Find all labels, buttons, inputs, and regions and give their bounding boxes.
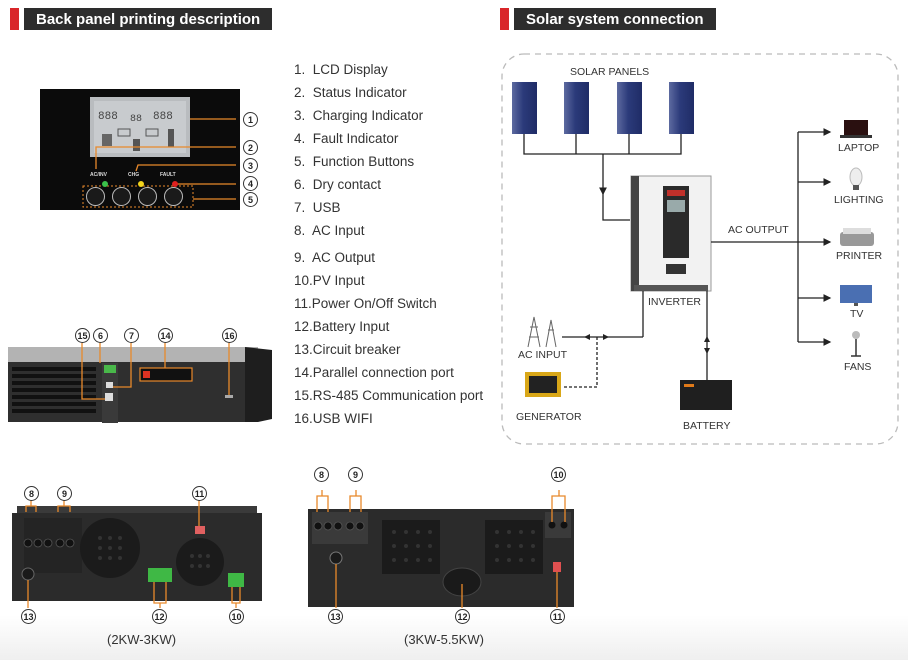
- legend-item: 9. AC Output: [294, 250, 376, 265]
- legend-item: 4. Fault Indicator: [294, 131, 399, 146]
- callout-10: 10: [229, 609, 244, 624]
- legend-item: 13.Circuit breaker: [294, 342, 401, 357]
- ac-output-label: AC OUTPUT: [728, 224, 789, 236]
- load-printer-label: PRINTER: [836, 250, 883, 262]
- lighting-icon: [849, 167, 863, 190]
- rear-panel-large: [290, 480, 590, 620]
- legend-item: 5. Function Buttons: [294, 154, 415, 169]
- function-button-up[interactable]: [112, 187, 131, 206]
- generator-label: GENERATOR: [516, 411, 582, 423]
- solar-connection-title: Solar system connection: [514, 8, 716, 30]
- rs485-port: [105, 393, 113, 401]
- callout-11: 11: [550, 609, 565, 624]
- solar-panels: [512, 82, 694, 134]
- fault-indicator-label: FAULT: [160, 172, 176, 178]
- legend-item: 2. Status Indicator: [294, 85, 407, 100]
- callout-8: 8: [24, 486, 39, 501]
- legend-item: 1. LCD Display: [294, 62, 388, 77]
- callout-1: 1: [243, 112, 258, 127]
- solar-panels-label: SOLAR PANELS: [570, 66, 650, 78]
- legend-item: 12.Battery Input: [294, 319, 390, 334]
- printer-icon: [840, 228, 874, 246]
- callout-5: 5: [243, 192, 258, 207]
- caption-3kw-5-5kw: (3KW-5.5KW): [404, 632, 484, 647]
- callout-9: 9: [348, 467, 363, 482]
- back-panel-header: Back panel printing description: [10, 8, 273, 30]
- callout-8: 8: [314, 467, 329, 482]
- function-button-down[interactable]: [138, 187, 157, 206]
- header-accent: [10, 8, 19, 30]
- rear-panel-small: [0, 480, 290, 620]
- callout-16: 16: [222, 328, 237, 343]
- legend-item: 7. USB: [294, 200, 341, 215]
- load-tv-label: TV: [850, 308, 864, 320]
- charging-indicator-label: CHG: [128, 172, 140, 178]
- power-switch: [195, 526, 205, 534]
- caption-2kw-3kw: (2KW-3KW): [107, 632, 177, 647]
- dry-contact-port: [104, 365, 116, 373]
- solar-connection-header: Solar system connection: [500, 8, 716, 30]
- callout-14: 14: [158, 328, 173, 343]
- callout-10: 10: [551, 467, 566, 482]
- side-panel: [0, 325, 280, 435]
- load-lighting-label: LIGHTING: [834, 194, 884, 206]
- front-panel: 888 88 888 AC/INV CHG FAULT: [40, 89, 240, 210]
- battery-label: BATTERY: [683, 420, 731, 432]
- callout-11: 11: [192, 486, 207, 501]
- load-fans-label: FANS: [844, 361, 872, 373]
- ac-input-label: AC INPUT: [518, 349, 568, 361]
- ac-input-icon: [527, 316, 557, 348]
- generator-icon: [525, 372, 561, 397]
- circuit-breaker: [329, 551, 343, 565]
- parallel-port: [139, 367, 193, 382]
- circuit-breaker: [21, 567, 35, 581]
- charging-led: [138, 181, 144, 187]
- legend-item: 3. Charging Indicator: [294, 108, 424, 123]
- callout-7: 7: [124, 328, 139, 343]
- battery-icon: [680, 380, 732, 410]
- legend-item: 6. Dry contact: [294, 177, 382, 192]
- status-led: [102, 181, 108, 187]
- callout-12: 12: [152, 609, 167, 624]
- fault-led: [172, 181, 178, 187]
- callout-4: 4: [243, 176, 258, 191]
- callout-15: 15: [75, 328, 90, 343]
- load-laptop-label: LAPTOP: [838, 142, 880, 154]
- lcd-digits-right: 888: [153, 111, 173, 123]
- legend-item: 16.USB WIFI: [294, 411, 373, 426]
- pv-terminal: [228, 573, 244, 587]
- legend-item: 15.RS-485 Communication port: [294, 388, 484, 403]
- tv-icon: [840, 285, 872, 306]
- legend-item: 10.PV Input: [294, 273, 365, 288]
- header-accent: [500, 8, 509, 30]
- legend-item: 14.Parallel connection port: [294, 365, 454, 380]
- callout-6: 6: [93, 328, 108, 343]
- lcd-digits-mid: 88: [130, 114, 142, 125]
- callout-13: 13: [21, 609, 36, 624]
- callout-2: 2: [243, 140, 258, 155]
- inverter: [630, 175, 712, 292]
- fan-icon: [851, 331, 861, 357]
- legend-item: 8. AC Input: [294, 223, 365, 238]
- callout-13: 13: [328, 609, 343, 624]
- legend-item: 11.Power On/Off Switch: [294, 296, 437, 311]
- power-switch: [553, 562, 561, 572]
- solar-diagram: SOLAR PANELS INVERTER AC OUTPUT AC INPUT…: [500, 52, 900, 447]
- callout-12: 12: [455, 609, 470, 624]
- function-button-enter[interactable]: [164, 187, 183, 206]
- laptop-icon: [840, 120, 872, 138]
- inverter-label: INVERTER: [648, 296, 701, 308]
- usb-wifi-port: [225, 395, 233, 398]
- battery-terminal: [148, 568, 172, 582]
- fan-right: [176, 538, 224, 586]
- lcd-digits-left: 888: [98, 111, 118, 123]
- diagram-border: [501, 53, 899, 445]
- usb-port: [106, 382, 113, 388]
- function-button-menu[interactable]: [86, 187, 105, 206]
- status-indicator-label: AC/INV: [90, 172, 107, 178]
- back-panel-title: Back panel printing description: [24, 8, 273, 30]
- callout-3: 3: [243, 158, 258, 173]
- callout-9: 9: [57, 486, 72, 501]
